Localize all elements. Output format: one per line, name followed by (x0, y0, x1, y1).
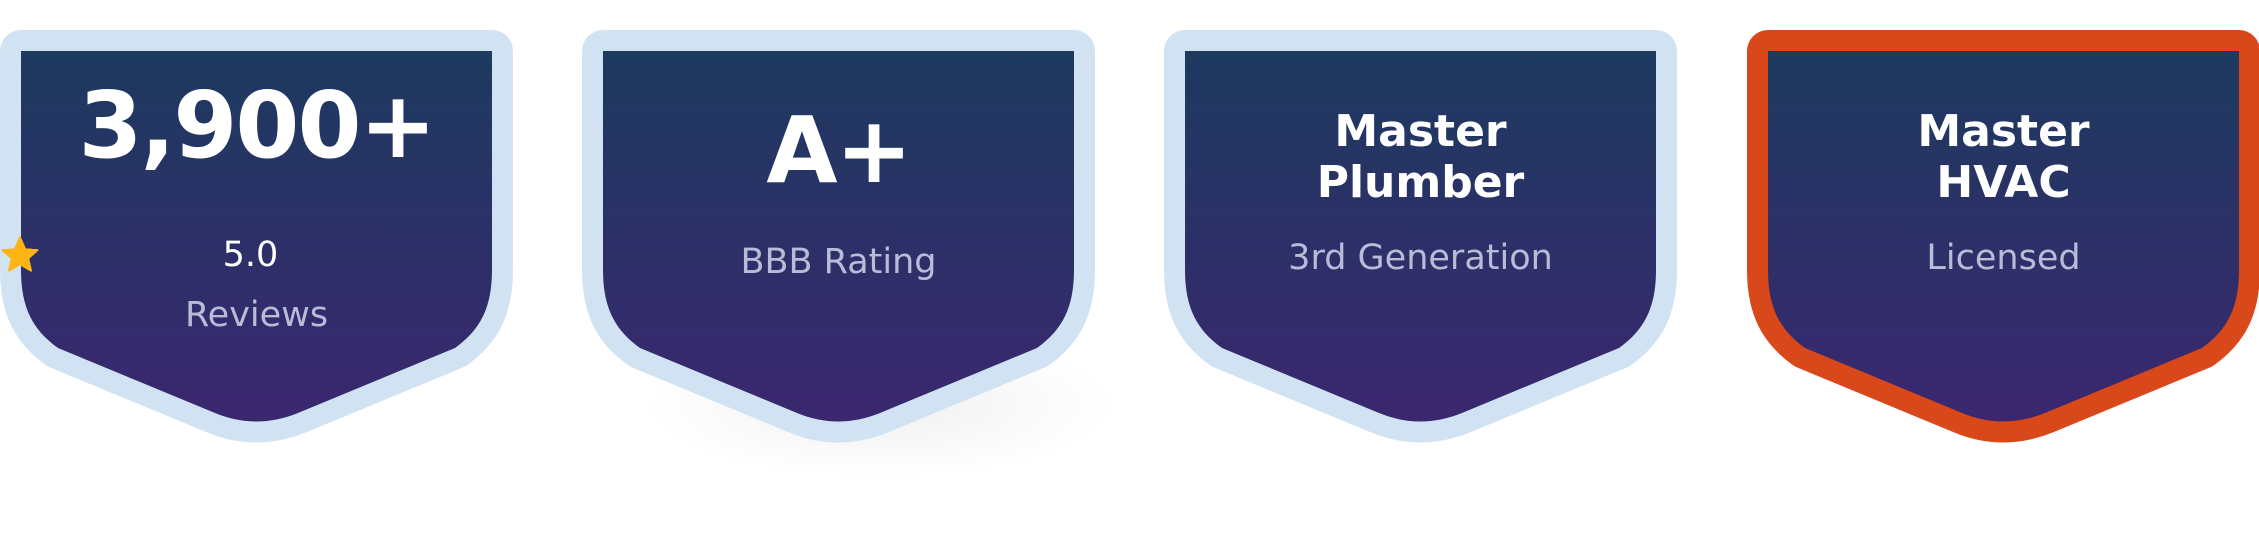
badge-reviews: 3,900+ 5.0 Reviews (0, 30, 513, 443)
star-icon (1, 236, 39, 272)
plumber-subtitle: 3rd Generation (1288, 238, 1553, 278)
plumber-title-2: Plumber (1316, 157, 1525, 208)
hvac-title-2: HVAC (1936, 157, 2071, 208)
shield-shape (1164, 30, 1677, 443)
reviews-count: 3,900+ (78, 72, 436, 179)
hvac-subtitle: Licensed (1926, 238, 2081, 278)
rating-value: 5.0 (222, 235, 279, 275)
badge-bbb: A+ BBB Rating (582, 30, 1095, 443)
bbb-grade: A+ (766, 97, 912, 204)
badge-plumber: Master Plumber 3rd Generation (1164, 30, 1677, 443)
star-rating: 5.0 (0, 235, 513, 275)
badge-hvac: Master HVAC Licensed (1747, 30, 2259, 443)
shield-shape (0, 30, 513, 443)
reviews-label: Reviews (184, 295, 329, 335)
shield-shape (1747, 30, 2259, 443)
plumber-title-1: Master (1334, 106, 1507, 157)
hvac-title-1: Master (1917, 106, 2090, 157)
shield-shape (582, 30, 1095, 443)
bbb-label: BBB Rating (740, 242, 937, 282)
